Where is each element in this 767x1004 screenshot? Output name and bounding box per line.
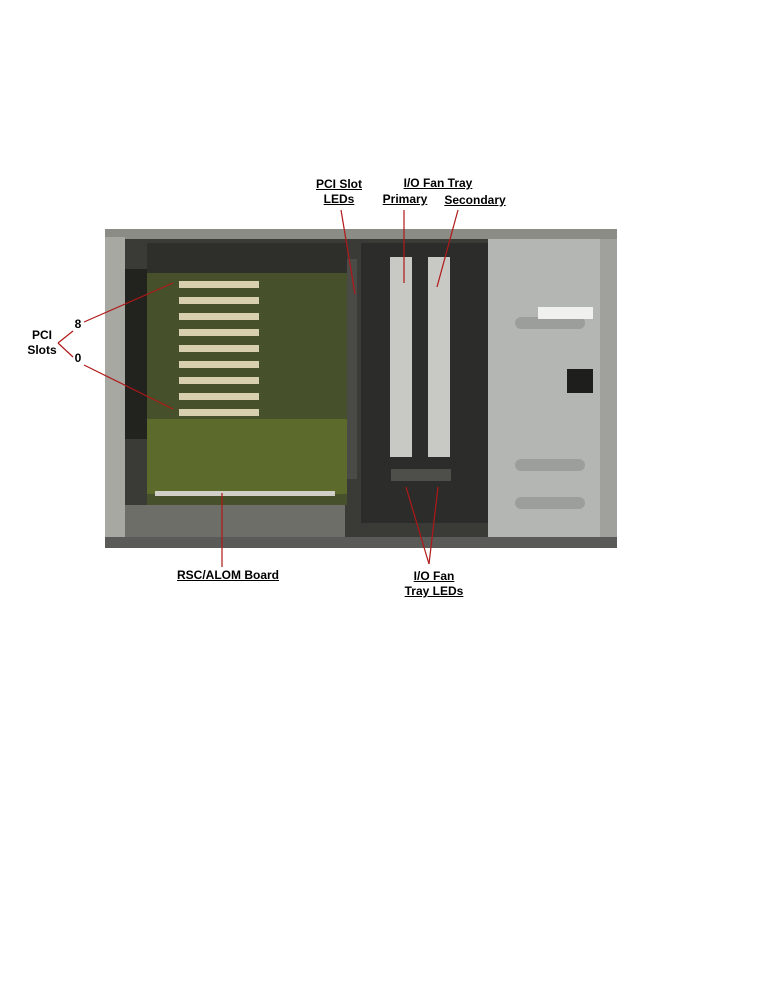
cover-slot-1 [515,317,585,329]
cover-slot-2 [515,459,585,471]
chassis-bottom [125,505,345,539]
io-fan-tray-leds-label: I/O Fan Tray LEDs [396,569,472,599]
secondary-label: Secondary [444,193,506,207]
chassis-bottom-frame [105,537,617,548]
pci-slots-label: PCI Slots [22,328,62,358]
motherboard-top [147,243,347,273]
pci-slot-1 [179,393,259,400]
pci-slot-0 [179,409,259,416]
io-fan-tray-label: I/O Fan Tray [403,176,473,190]
pci-slot-5 [179,329,259,336]
slot-0-label: 0 [74,351,82,365]
pci-slot-3 [179,361,259,368]
fan-tray-led-bar [391,469,451,481]
chassis-top-frame [105,229,617,239]
pci-slots-line1: PCI [31,328,52,342]
slot-8-label: 8 [74,317,82,331]
rsc-alom-board [147,419,347,494]
pci-slots-line2: Slots [27,343,57,357]
pci-slot-leds-label: PCI Slot LEDs [306,177,372,207]
rsc-alom-board-label: RSC/ALOM Board [177,568,279,582]
primary-label: Primary [382,192,428,206]
io-fan-tray-leds-line2: Tray LEDs [404,584,464,598]
chassis-right-rail [600,239,617,548]
pci-slot-8 [179,281,259,288]
io-fan-tray-leds-line1: I/O Fan [413,569,455,583]
cover-sticker [538,307,593,319]
pci-slot-7 [179,297,259,304]
pci-slot-leds-line2: LEDs [323,192,355,206]
server-photo [105,229,617,548]
pci-led-strip [347,259,357,479]
cover-slot-3 [515,497,585,509]
chassis-left-rail [105,237,125,548]
pci-slot-2 [179,377,259,384]
pci-slot-4 [179,345,259,352]
fan-tray-bay [361,243,491,523]
cover-latch [567,369,593,393]
fan-tray-secondary [428,257,450,457]
pci-slot-leds-line1: PCI Slot [315,177,362,191]
rsc-alom-rail [155,491,335,496]
pci-bracket-column [125,269,147,439]
pci-slot-6 [179,313,259,320]
fan-tray-primary [390,257,412,457]
